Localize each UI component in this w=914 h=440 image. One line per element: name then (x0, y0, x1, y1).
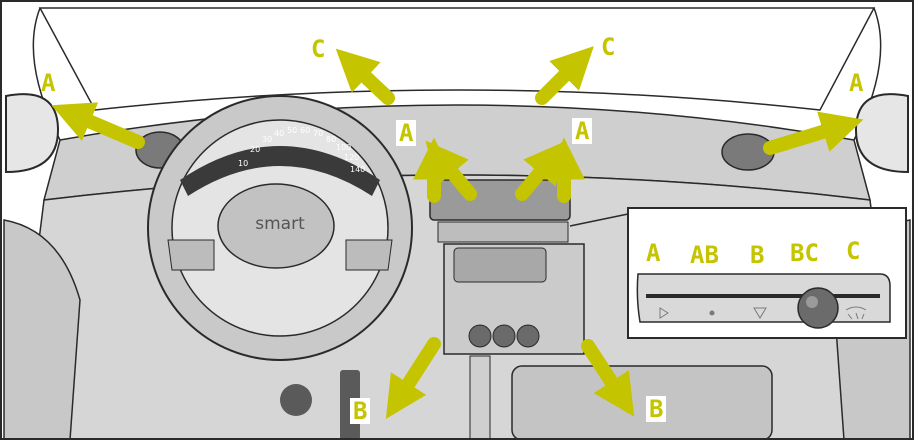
vent-mode-icon (659, 307, 669, 319)
console-knob (516, 324, 540, 348)
gauge-number: 10 (238, 159, 248, 168)
gauge-number: 80 (326, 135, 336, 144)
scale-label-ab: AB (690, 241, 719, 269)
scale-label-bc: BC (790, 239, 819, 267)
brand-logo: smart (255, 214, 305, 234)
arrow-c-right (535, 46, 594, 105)
arrow-a-far-left (51, 102, 145, 149)
arrow-a-far-right (763, 111, 864, 155)
gauge-number: 60 (300, 126, 310, 135)
gauge-number: 30 (262, 135, 272, 144)
floor-mode-icon (753, 307, 767, 319)
console-knob (492, 324, 516, 348)
label-c-right: C (601, 33, 616, 61)
mixed-mode-icon (709, 310, 715, 316)
center-vent (429, 179, 571, 221)
gauge-number: 40 (274, 129, 284, 138)
center-tunnel (469, 355, 491, 440)
console-knob (468, 324, 492, 348)
pedal (280, 384, 312, 416)
selector-knob[interactable] (797, 287, 839, 329)
label-a-far-right: A (849, 69, 864, 97)
scale-label-b: B (750, 241, 765, 269)
gauge-number: 70 (313, 129, 323, 138)
label-a-center-left: A (396, 120, 417, 146)
radio-unit (453, 247, 547, 283)
glovebox (511, 365, 773, 440)
gauge-number: 100 (336, 143, 351, 152)
label-b-right: B (646, 396, 667, 422)
label-c-left: C (311, 35, 326, 63)
airbag-hub (217, 183, 335, 269)
selector-knob-highlight (806, 296, 818, 308)
inset-pointer (569, 213, 629, 227)
wheel-spoke-left (167, 239, 215, 271)
defrost-icon (845, 306, 867, 320)
arrow-c-left (335, 48, 395, 105)
gauge-number: 120 (344, 153, 359, 162)
windshield (38, 7, 876, 111)
door-left (3, 219, 81, 440)
wheel-spoke-right (345, 239, 393, 271)
label-a-far-left: A (41, 69, 56, 97)
gauge-number: 140 (350, 165, 365, 174)
instrument-cluster (180, 146, 380, 196)
label-b-left: B (350, 398, 371, 424)
gauge-number: 20 (250, 145, 260, 154)
arrow-b-left (385, 337, 441, 419)
scale-label-c: C (846, 237, 861, 265)
control-strip (437, 221, 569, 243)
arrow-b-right (581, 339, 635, 417)
scale-label-a: A (646, 239, 661, 267)
gauge-number: 50 (287, 126, 297, 135)
label-a-center-right: A (572, 118, 593, 144)
